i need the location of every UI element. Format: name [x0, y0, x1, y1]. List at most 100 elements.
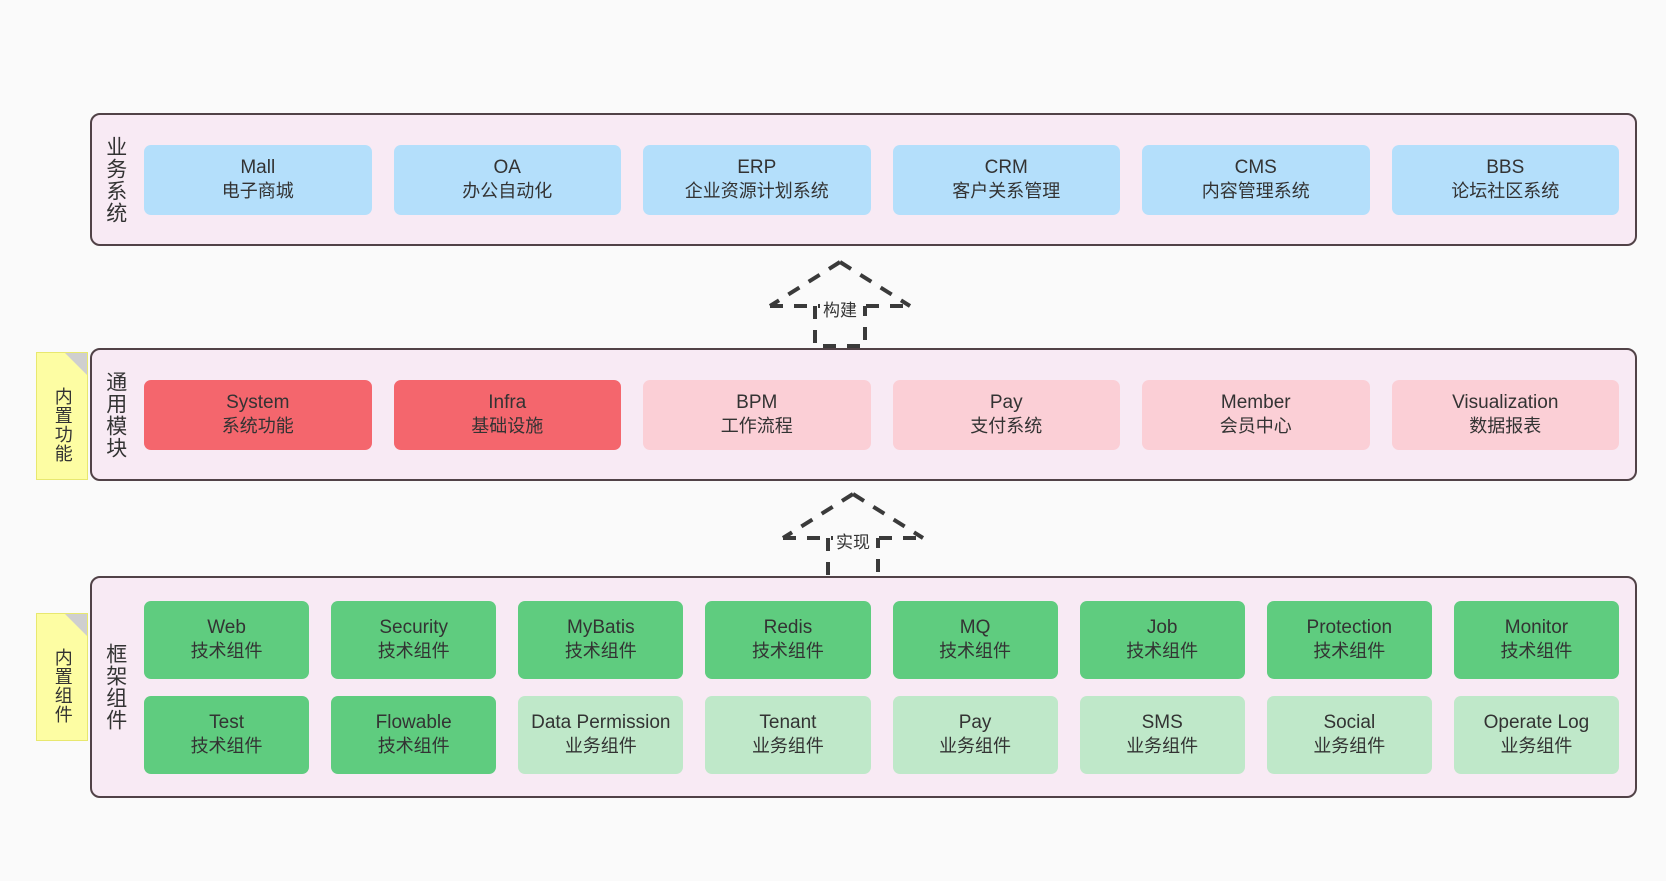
card-title-cn: 业务组件 [1313, 736, 1386, 757]
card-title-en: Social [1323, 712, 1376, 734]
card-system[interactable]: System 系统功能 [144, 379, 372, 450]
card-title-en: Job [1146, 617, 1178, 639]
card-oa[interactable]: OA 办公自动化 [393, 144, 621, 215]
card-title-cn: 客户关系管理 [952, 181, 1061, 202]
card-flowable[interactable]: Flowable 技术组件 [331, 695, 497, 774]
card-title-cn: 数据报表 [1469, 416, 1542, 437]
card-sms[interactable]: SMS 业务组件 [1079, 695, 1245, 774]
card-title-en: Redis [763, 617, 813, 639]
card-job[interactable]: Job 技术组件 [1079, 600, 1245, 679]
layer-body-business: Mall 电子商城 OA 办公自动化 ERP 企业资源计划系统 CRM 客户关系… [138, 115, 1635, 244]
card-row: Web 技术组件 Security 技术组件 MyBatis 技术组件 Redi… [144, 600, 1619, 679]
sticky-fold-icon [65, 353, 87, 375]
card-title-cn: 技术组件 [1313, 641, 1386, 662]
card-bbs[interactable]: BBS 论坛社区系统 [1391, 144, 1619, 215]
card-title-en: Visualization [1452, 392, 1559, 414]
card-title-cn: 业务组件 [939, 736, 1012, 757]
card-title-en: System [226, 392, 290, 414]
card-mybatis[interactable]: MyBatis 技术组件 [518, 600, 684, 679]
card-title-cn: 业务组件 [564, 736, 637, 757]
card-test[interactable]: Test 技术组件 [144, 695, 310, 774]
card-protection[interactable]: Protection 技术组件 [1266, 600, 1432, 679]
card-tenant[interactable]: Tenant 业务组件 [705, 695, 871, 774]
card-title-en: Flowable [375, 712, 452, 734]
card-visualization[interactable]: Visualization 数据报表 [1391, 379, 1619, 450]
layer-title-framework: 框架组件 [103, 643, 127, 731]
card-title-cn: 论坛社区系统 [1451, 181, 1560, 202]
card-title-cn: 会员中心 [1219, 416, 1292, 437]
card-title-en: Web [207, 617, 246, 639]
card-title-en: Mall [240, 157, 276, 179]
connector-build-label: 构建 [820, 295, 860, 322]
card-security[interactable]: Security 技术组件 [331, 600, 497, 679]
card-title-en: BPM [736, 392, 778, 414]
card-title-cn: 技术组件 [939, 641, 1012, 662]
card-title-en: CRM [984, 157, 1028, 179]
card-erp[interactable]: ERP 企业资源计划系统 [643, 144, 871, 215]
card-title-cn: 办公自动化 [462, 181, 553, 202]
connector-build: 构建 [760, 258, 920, 348]
card-title-en: Pay [989, 392, 1023, 414]
sticky-fold-icon [65, 614, 87, 636]
card-title-cn: 内容管理系统 [1201, 181, 1310, 202]
card-operate-log[interactable]: Operate Log 业务组件 [1453, 695, 1619, 774]
card-title-cn: 系统功能 [221, 416, 294, 437]
card-title-cn: 技术组件 [190, 736, 263, 757]
card-title-en: SMS [1141, 712, 1183, 734]
card-title-cn: 技术组件 [190, 641, 263, 662]
card-title-en: Operate Log [1483, 712, 1590, 734]
card-title-en: Security [379, 617, 448, 639]
card-title-cn: 技术组件 [564, 641, 637, 662]
connector-realize-label: 实现 [833, 527, 873, 554]
card-mall[interactable]: Mall 电子商城 [144, 144, 372, 215]
card-data-permission[interactable]: Data Permission 业务组件 [518, 695, 684, 774]
sticky-note-builtin-function: 内置功能 [36, 352, 88, 480]
layer-business-system[interactable]: 业务系统 Mall 电子商城 OA 办公自动化 ERP 企业资源计划系统 CRM… [90, 113, 1637, 246]
card-row: Test 技术组件 Flowable 技术组件 Data Permission … [144, 695, 1619, 774]
card-monitor[interactable]: Monitor 技术组件 [1453, 600, 1619, 679]
card-title-cn: 工作流程 [720, 416, 793, 437]
layer-framework-component[interactable]: 框架组件 Web 技术组件 Security 技术组件 MyBatis 技术组件… [90, 576, 1637, 798]
card-title-en: Tenant [759, 712, 817, 734]
layer-body-common: System 系统功能 Infra 基础设施 BPM 工作流程 Pay 支付系统… [138, 350, 1635, 479]
card-crm[interactable]: CRM 客户关系管理 [892, 144, 1120, 215]
layer-common-module[interactable]: 通用模块 System 系统功能 Infra 基础设施 BPM 工作流程 Pay… [90, 348, 1637, 481]
card-redis[interactable]: Redis 技术组件 [705, 600, 871, 679]
sticky-note-label: 内置组件 [52, 648, 73, 724]
card-cms[interactable]: CMS 内容管理系统 [1142, 144, 1370, 215]
card-bpm[interactable]: BPM 工作流程 [643, 379, 871, 450]
card-mq[interactable]: MQ 技术组件 [892, 600, 1058, 679]
card-title-cn: 技术组件 [1126, 641, 1199, 662]
card-title-en: BBS [1486, 157, 1525, 179]
connector-realize: 实现 [773, 490, 933, 580]
card-title-cn: 技术组件 [377, 641, 450, 662]
card-web[interactable]: Web 技术组件 [144, 600, 310, 679]
card-row: System 系统功能 Infra 基础设施 BPM 工作流程 Pay 支付系统… [144, 379, 1619, 450]
card-infra[interactable]: Infra 基础设施 [393, 379, 621, 450]
card-title-en: Infra [488, 392, 527, 414]
layer-title-business: 业务系统 [103, 135, 127, 224]
card-row: Mall 电子商城 OA 办公自动化 ERP 企业资源计划系统 CRM 客户关系… [144, 144, 1619, 215]
card-pay-component[interactable]: Pay 业务组件 [892, 695, 1058, 774]
card-title-en: MyBatis [567, 617, 635, 639]
card-title-en: MQ [959, 617, 991, 639]
card-pay-module[interactable]: Pay 支付系统 [892, 379, 1120, 450]
card-title-cn: 技术组件 [1500, 641, 1573, 662]
layer-body-framework: Web 技术组件 Security 技术组件 MyBatis 技术组件 Redi… [138, 578, 1635, 796]
layer-title-common: 通用模块 [103, 370, 127, 459]
sticky-note-label: 内置功能 [52, 387, 73, 463]
card-member[interactable]: Member 会员中心 [1142, 379, 1370, 450]
card-title-en: OA [493, 157, 521, 179]
card-title-cn: 技术组件 [377, 736, 450, 757]
card-title-cn: 业务组件 [1500, 736, 1573, 757]
card-title-en: Protection [1306, 617, 1393, 639]
card-social[interactable]: Social 业务组件 [1266, 695, 1432, 774]
card-title-en: CMS [1234, 157, 1277, 179]
card-title-cn: 基础设施 [471, 416, 544, 437]
sticky-note-builtin-component: 内置组件 [36, 613, 88, 741]
card-title-cn: 支付系统 [970, 416, 1043, 437]
card-title-en: ERP [737, 157, 777, 179]
card-title-en: Member [1220, 392, 1291, 414]
card-title-en: Pay [958, 712, 992, 734]
